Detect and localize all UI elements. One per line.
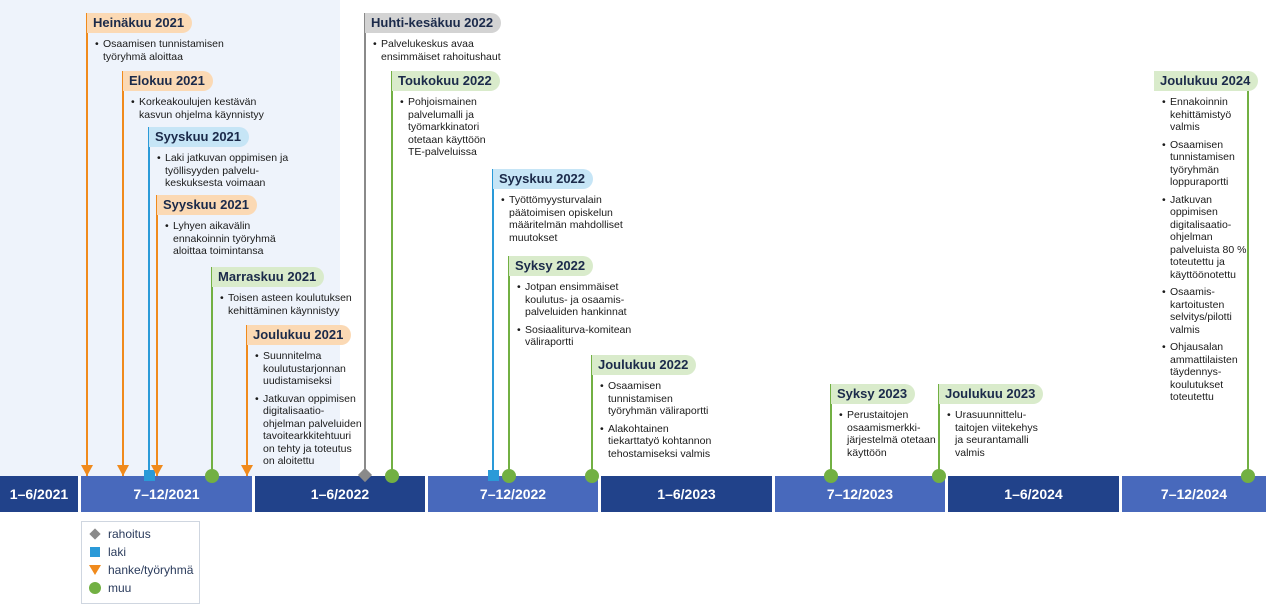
connector-line <box>938 384 940 476</box>
triangle-down-icon <box>117 465 129 476</box>
period-2: 1–6/2022 <box>255 476 425 512</box>
event-items: Osaamisen tunnistamisen työryhmän välira… <box>600 380 720 465</box>
event-title: Toukokuu 2022 <box>392 71 500 91</box>
triangle-down-icon <box>88 563 102 577</box>
period-3: 7–12/2022 <box>428 476 598 512</box>
event-item: Jotpan ensimmäiset koulutus- ja osaamis-… <box>517 281 637 319</box>
connector-line <box>246 325 248 476</box>
event-items: Korkeakoulujen kestävän kasvun ohjelma k… <box>131 96 281 126</box>
connector-line <box>122 71 124 476</box>
circle-icon <box>502 469 516 483</box>
period-5: 7–12/2023 <box>775 476 945 512</box>
event-item: Työttömyysturvalain päätoimisen opiskelu… <box>501 194 631 244</box>
period-1: 7–12/2021 <box>81 476 252 512</box>
legend-label: rahoitus <box>108 527 151 541</box>
event-items: Laki jatkuvan oppimisen ja työllisyyden … <box>157 152 297 195</box>
event-item: Osaamisen tunnistamisen työryhmä aloitta… <box>95 38 245 63</box>
event-title: Elokuu 2021 <box>123 71 213 91</box>
event-item: Jatkuvan oppimisen digitalisaatio-ohjelm… <box>255 393 365 468</box>
triangle-down-icon <box>241 465 253 476</box>
period-4: 1–6/2023 <box>601 476 772 512</box>
square-icon <box>144 470 155 481</box>
event-items: Lyhyen aikavälin ennakoinnin työryhmä al… <box>165 220 305 263</box>
circle-icon <box>385 469 399 483</box>
event-title: Joulukuu 2022 <box>592 355 697 375</box>
circle-icon <box>1241 469 1255 483</box>
circle-icon <box>932 469 946 483</box>
event-title: Huhti-kesäkuu 2022 <box>365 13 502 33</box>
event-items: Perustaitojen osaamismerkki-järjestelmä … <box>839 409 939 464</box>
connector-line <box>364 13 366 476</box>
event-title: Syyskuu 2022 <box>493 169 594 189</box>
connector-line <box>391 71 393 476</box>
legend-item-laki: laki <box>88 543 126 561</box>
connector-line <box>492 169 494 476</box>
event-item: Korkeakoulujen kestävän kasvun ohjelma k… <box>131 96 281 121</box>
event-title: Syyskuu 2021 <box>149 127 250 147</box>
circle-icon <box>585 469 599 483</box>
event-item: Sosiaaliturva-komitean väliraportti <box>517 324 637 349</box>
legend-label: hanke/työryhmä <box>108 563 194 577</box>
circle-icon <box>88 581 102 595</box>
event-title: Syksy 2023 <box>831 384 916 404</box>
event-item: Laki jatkuvan oppimisen ja työllisyyden … <box>157 152 297 190</box>
event-items: Palvelukeskus avaa ensimmäiset rahoitush… <box>373 38 513 68</box>
square-icon <box>88 545 102 559</box>
connector-line <box>156 195 158 476</box>
connector-line <box>830 384 832 476</box>
event-title: Joulukuu 2023 <box>939 384 1044 404</box>
event-item: Jatkuvan oppimisen digitalisaatio-ohjelm… <box>1162 194 1252 282</box>
event-item: Perustaitojen osaamismerkki-järjestelmä … <box>839 409 939 459</box>
event-items: Jotpan ensimmäiset koulutus- ja osaamis-… <box>517 281 637 354</box>
period-7: 7–12/2024 <box>1122 476 1266 512</box>
period-6: 1–6/2024 <box>948 476 1119 512</box>
event-item: Pohjoismainen palvelumalli ja työmarkkin… <box>400 96 500 159</box>
event-items: Toisen asteen koulutuksen kehittäminen k… <box>220 292 360 322</box>
event-items: Osaamisen tunnistamisen työryhmä aloitta… <box>95 38 245 68</box>
legend: rahoitus laki hanke/työryhmä muu <box>81 521 200 604</box>
event-item: Toisen asteen koulutuksen kehittäminen k… <box>220 292 360 317</box>
event-title: Marraskuu 2021 <box>212 267 325 287</box>
square-icon <box>488 470 499 481</box>
event-title: Heinäkuu 2021 <box>87 13 193 33</box>
event-items: Urasuunnittelu-taitojen viitekehys ja se… <box>947 409 1047 464</box>
connector-line <box>86 13 88 476</box>
connector-line <box>211 267 213 476</box>
event-item: Osaamisen tunnistamisen työryhmän loppur… <box>1162 139 1252 189</box>
event-item: Suunnitelma koulutustarjonnan uudistamis… <box>255 350 365 388</box>
triangle-down-icon <box>151 465 163 476</box>
event-item: Osaamisen tunnistamisen työryhmän välira… <box>600 380 720 418</box>
period-0: 1–6/2021 <box>0 476 78 512</box>
circle-icon <box>824 469 838 483</box>
legend-item-muu: muu <box>88 579 131 597</box>
event-items: Pohjoismainen palvelumalli ja työmarkkin… <box>400 96 500 164</box>
legend-item-rahoitus: rahoitus <box>88 525 151 543</box>
event-items: Suunnitelma koulutustarjonnan uudistamis… <box>255 350 365 473</box>
event-item: Alakohtainen tiekarttatyö kohtannon teho… <box>600 423 720 461</box>
legend-item-hanke: hanke/työryhmä <box>88 561 193 579</box>
event-item: Urasuunnittelu-taitojen viitekehys ja se… <box>947 409 1047 459</box>
connector-line <box>148 127 150 476</box>
event-item: Ohjausalan ammattilaisten täydennys-koul… <box>1162 341 1252 404</box>
event-title: Joulukuu 2024 <box>1154 71 1259 91</box>
event-item: Lyhyen aikavälin ennakoinnin työryhmä al… <box>165 220 305 258</box>
event-items: Ennakoinnin kehittämistyö valmisOsaamise… <box>1162 96 1252 409</box>
event-title: Syyskuu 2021 <box>157 195 258 215</box>
event-items: Työttömyysturvalain päätoimisen opiskelu… <box>501 194 631 249</box>
circle-icon <box>205 469 219 483</box>
event-title: Joulukuu 2021 <box>247 325 352 345</box>
connector-line <box>591 355 593 476</box>
event-title: Syksy 2022 <box>509 256 594 276</box>
connector-line <box>508 256 510 476</box>
legend-label: muu <box>108 581 132 595</box>
event-item: Ennakoinnin kehittämistyö valmis <box>1162 96 1252 134</box>
event-item: Osaamis-kartoitusten selvitys/pilotti va… <box>1162 286 1252 336</box>
triangle-down-icon <box>81 465 93 476</box>
legend-label: laki <box>108 545 127 559</box>
event-item: Palvelukeskus avaa ensimmäiset rahoitush… <box>373 38 513 63</box>
diamond-icon <box>88 527 102 541</box>
